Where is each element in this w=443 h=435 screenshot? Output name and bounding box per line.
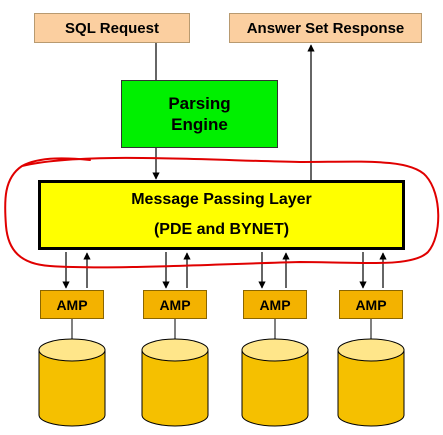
sql-request-label: SQL Request — [65, 19, 159, 37]
disk-2-icon — [141, 338, 209, 427]
amp-4-arrows — [359, 252, 387, 289]
parsing-engine-box: Parsing Engine — [121, 80, 278, 148]
amp-label: AMP — [355, 296, 387, 313]
disk-4-icon — [337, 338, 405, 427]
disk-3-icon — [241, 338, 309, 427]
amp-box-1: AMP — [40, 290, 104, 319]
amp-label: AMP — [259, 296, 291, 313]
amp-2-arrows — [162, 252, 191, 289]
parsing-engine-label-line2: Engine — [171, 115, 228, 134]
disk-1-icon — [38, 338, 106, 427]
mpl-label-line2: (PDE and BYNET) — [153, 221, 290, 238]
message-passing-layer-box: Message Passing Layer (PDE and BYNET) — [38, 180, 405, 250]
parsing-engine-label-line1: Parsing — [168, 94, 231, 113]
sql-request-box: SQL Request — [34, 13, 190, 43]
amp-label: AMP — [56, 296, 88, 313]
amp-box-3: AMP — [243, 290, 307, 319]
highlight-loop — [4, 156, 440, 269]
amp-box-2: AMP — [143, 290, 207, 319]
answer-set-response-label: Answer Set Response — [246, 19, 405, 37]
amp-box-4: AMP — [339, 290, 403, 319]
amp-1-arrows — [62, 252, 91, 289]
answer-set-response-box: Answer Set Response — [229, 13, 422, 43]
amp-label: AMP — [159, 296, 191, 313]
mpl-label-line1: Message Passing Layer — [131, 191, 312, 208]
amp-3-arrows — [258, 252, 290, 289]
